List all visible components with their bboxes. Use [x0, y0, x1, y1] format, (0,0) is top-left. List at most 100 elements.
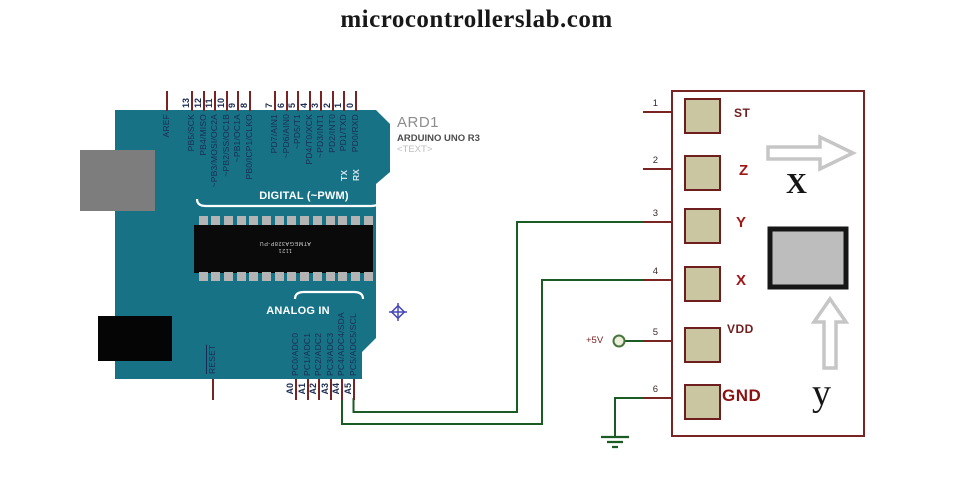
accel-chip-square: [767, 226, 849, 290]
ic-pin: [274, 272, 284, 281]
digital-pin: [320, 91, 322, 111]
digital-pin-label: ~PD5/T1: [292, 114, 302, 150]
ic-pin: [262, 272, 271, 281]
digital-pin: [248, 91, 251, 111]
analog-pin-number: A1: [296, 383, 307, 395]
ic-pin: [249, 216, 259, 225]
digital-pin-label: PB5/SCK: [186, 114, 196, 152]
ic-pin: [363, 216, 373, 225]
accel-pin-label: Y: [736, 214, 747, 231]
analog-pin-number: A0: [285, 383, 295, 395]
analog-pin-label: PC0/ADC0: [290, 332, 300, 376]
digital-header-label: DIGITAL (~PWM): [259, 190, 349, 202]
analog-pin: [352, 379, 355, 400]
digital-pin-number: 5: [287, 102, 297, 108]
accel-pin-square: [684, 266, 721, 302]
reset-pin: [212, 379, 214, 400]
accel-pin: [643, 397, 672, 399]
main-ic-marking: 1121 ATMEGA328P-PU: [235, 240, 335, 254]
ic-pin: [300, 272, 310, 281]
ic-pin: [211, 216, 221, 225]
ic-pin: [287, 216, 297, 225]
origin-marker-diamond-icon: [390, 304, 406, 320]
accel-pin-label: ST: [734, 106, 751, 120]
analog-pin-label: PC3/ADC3: [324, 332, 335, 376]
ic-pin: [338, 272, 348, 281]
ic-pin: [198, 216, 208, 225]
accel-pin-label: GND: [722, 386, 762, 405]
digital-pin: [285, 91, 288, 111]
digital-pin: [331, 91, 334, 111]
digital-pin-label: ~PB1/OC1A: [232, 114, 242, 163]
axis-y-letter: y: [812, 372, 831, 414]
analog-pin-number: A2: [308, 383, 318, 395]
ic-pin: [300, 216, 310, 225]
digital-pin-number: 7: [264, 102, 274, 108]
accel-pin-number: 1: [652, 98, 658, 109]
analog-pin: [318, 379, 320, 400]
reference-designator: ARD1: [397, 114, 440, 131]
axis-arrow-x-icon: [766, 134, 858, 172]
digital-pin-label: PD1/TXD: [338, 114, 348, 152]
ic-pin: [312, 272, 322, 281]
ic-pin: [312, 216, 322, 225]
analog-pin: [329, 379, 332, 400]
accel-pin-number: 3: [652, 208, 658, 219]
analog-pin-label: PC5/ADC5/SCL: [347, 313, 358, 376]
ic-pin: [236, 216, 246, 225]
accel-pin: [643, 111, 672, 113]
digital-pin: [354, 91, 357, 111]
ic-pin: [198, 272, 208, 281]
digital-pin-label: ~PB2/SS/OC1B: [220, 114, 231, 177]
digital-pin-number: 9: [227, 102, 237, 108]
digital-pin-number: 3: [310, 102, 320, 108]
reset-label: RESET: [207, 344, 217, 374]
analog-header-label: ANALOG IN: [266, 305, 330, 317]
wire-a5-to-y: [352, 221, 643, 413]
accel-pin-number: 5: [652, 327, 658, 338]
accel-pin-label: X: [736, 272, 747, 289]
analog-pin-label: PC1/ADC1: [301, 332, 312, 376]
digital-pin-number: 12: [192, 97, 203, 108]
digital-pin: [274, 91, 276, 111]
analog-pin-label: PC4/ADC4/SDA: [336, 312, 346, 376]
ic-pin: [211, 272, 221, 281]
analog-pin: [306, 379, 309, 400]
main-ic-marking-line1: ATMEGA328P-PU: [259, 240, 311, 247]
digital-pin-number: 4: [298, 102, 309, 108]
digital-pin-number: 1: [333, 102, 343, 108]
ic-pin: [223, 272, 233, 281]
accel-pin-number: 2: [652, 155, 658, 166]
usb-connector: [80, 150, 155, 211]
analog-pin-label: PC2/ADC2: [313, 332, 323, 376]
ground-symbol-icon: [601, 435, 629, 449]
digital-pin-number: 0: [344, 102, 355, 108]
digital-pin-label: ~PD6/AIN0: [280, 114, 291, 159]
digital-pin: [214, 91, 216, 111]
analog-pin: [295, 379, 297, 400]
main-ic-marking-line2: 1121: [278, 247, 292, 254]
axis-x-letter: X: [786, 168, 807, 200]
digital-pin: [297, 91, 299, 111]
digital-pin: [308, 91, 311, 111]
accel-pin-label: Z: [739, 162, 749, 179]
digital-pin-label: PD4/T0/XCK: [303, 114, 314, 165]
digital-pin-label: PB0/ICP1/CLKO: [243, 114, 254, 180]
supply-voltage-label: +5V: [586, 335, 604, 346]
digital-pin: [191, 91, 193, 111]
digital-pin: [343, 91, 345, 111]
wire-a4-to-x: [341, 279, 643, 425]
accel-pin-square: [684, 208, 721, 244]
tx-label: TX: [339, 170, 349, 181]
digital-pin-number: 6: [275, 102, 286, 108]
digital-pin-label: ~PD3/INT1: [315, 114, 325, 159]
ic-pin: [363, 272, 373, 281]
digital-pin-label: ~PB3/MOSI/OC2A: [209, 114, 219, 188]
accel-pin: [643, 221, 672, 223]
ic-pin: [223, 216, 233, 225]
ic-pin: [350, 216, 360, 225]
ic-pin: [274, 216, 284, 225]
digital-pin-label: PB4/MISO: [197, 114, 208, 156]
